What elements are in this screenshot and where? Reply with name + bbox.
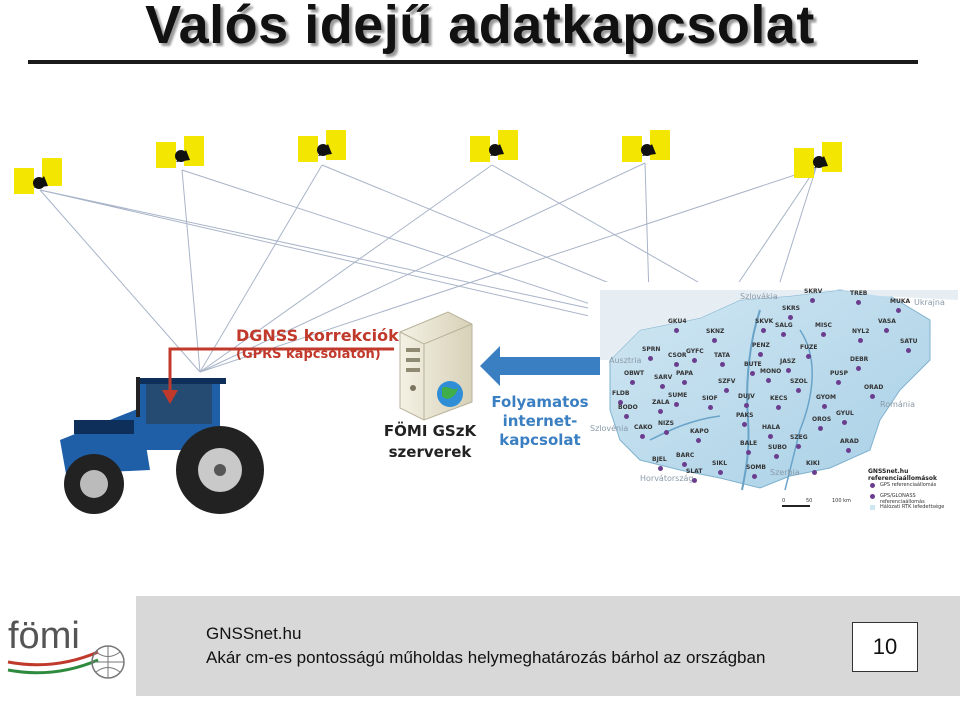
server-label: FÖMI GSzK szerverek [380,421,480,463]
satellite-icon-1 [14,158,62,194]
satellite-icon-3 [298,130,346,162]
footer-site-name: GNSSnet.hu [206,624,302,643]
page-number: 10 [852,622,918,672]
dgnss-corrections-label: DGNSS korrekciók [236,326,399,345]
stream-label-line3: kapcsolat [499,431,581,449]
satellite-icon-4 [470,130,518,162]
correction-arrow-head [162,390,178,404]
server-label-line1: FÖMI GSzK [383,422,477,440]
fomi-logo: fömi [0,596,136,696]
server-label-line2: szerverek [388,443,472,461]
system-diagram [14,130,958,518]
correction-arrow [168,347,394,392]
stream-label-line2: internet- [502,412,578,430]
gprs-connection-label: (GPRS kapcsolaton) [236,347,381,362]
hungary-map [588,282,958,518]
slide-title: Valós idejű adatkapcsolat [145,0,815,55]
stream-label-line1: Folyamatos [491,393,589,411]
server-icon [399,311,473,421]
internet-connection-label: Folyamatos internet- kapcsolat [490,393,590,450]
title-underline [28,60,918,64]
tractor-image [60,377,264,514]
satellite-icon-2 [156,136,204,168]
satellite-icon-5 [622,130,670,162]
footer-tagline: Akár cm-es pontosságú műholdas helymegha… [206,648,766,667]
logo-wordmark: fömi [8,615,80,657]
satellite-icon-6 [794,142,842,178]
data-stream-arrow [480,346,600,386]
footer-bar [136,596,960,696]
